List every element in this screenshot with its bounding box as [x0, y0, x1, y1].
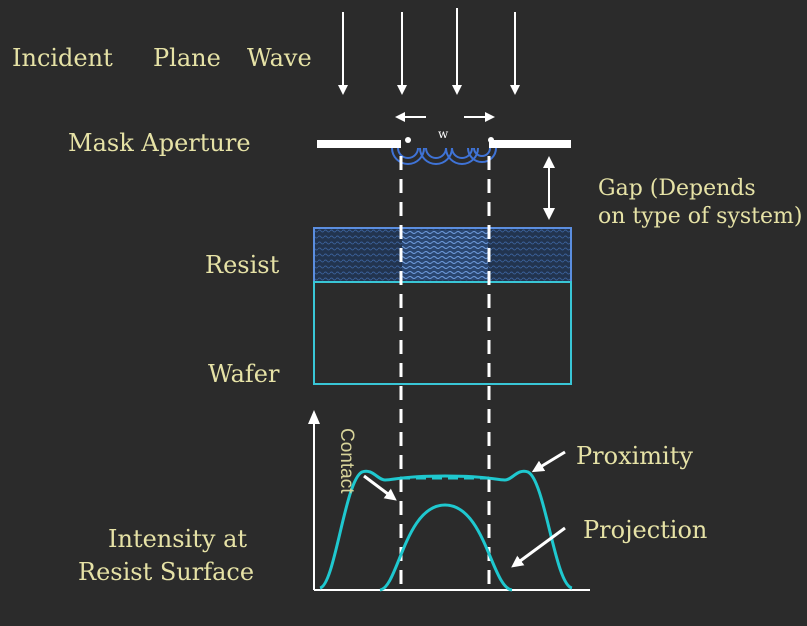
projection-curve	[379, 503, 513, 592]
gap-arrow	[543, 156, 555, 220]
label-plane: Plane	[153, 44, 221, 72]
label-gap-line2: on type of system)	[598, 204, 803, 229]
label-proximity: Proximity	[576, 442, 693, 470]
diffraction-wavelets	[391, 147, 497, 165]
dashed-guides	[399, 156, 491, 592]
label-contact: Contact	[336, 428, 357, 494]
label-incident: Incident	[12, 44, 113, 72]
wafer-layer	[313, 281, 572, 385]
incident-wave-arrows	[338, 8, 520, 95]
proximity-pointer	[531, 450, 566, 473]
intensity-axes	[308, 410, 590, 591]
mask-left	[317, 140, 401, 148]
label-gap-line1: Gap (Depends	[598, 176, 756, 201]
proximity-curve	[319, 469, 573, 590]
label-aperture-width: w	[438, 127, 449, 141]
label-projection: Projection	[583, 516, 708, 544]
resist-layer	[313, 227, 572, 283]
label-mask-aperture: Mask Aperture	[68, 129, 251, 157]
label-intensity-line2: Resist Surface	[78, 558, 255, 586]
pointer-arrows	[363, 450, 566, 568]
label-intensity-line1: Intensity at	[108, 525, 248, 553]
contact-pointer	[363, 474, 397, 501]
label-wave: Wave	[247, 44, 312, 72]
mask-right	[489, 140, 571, 148]
projection-pointer	[511, 526, 566, 568]
label-resist: Resist	[205, 251, 280, 279]
mask	[317, 137, 571, 148]
label-wafer: Wafer	[208, 360, 280, 388]
